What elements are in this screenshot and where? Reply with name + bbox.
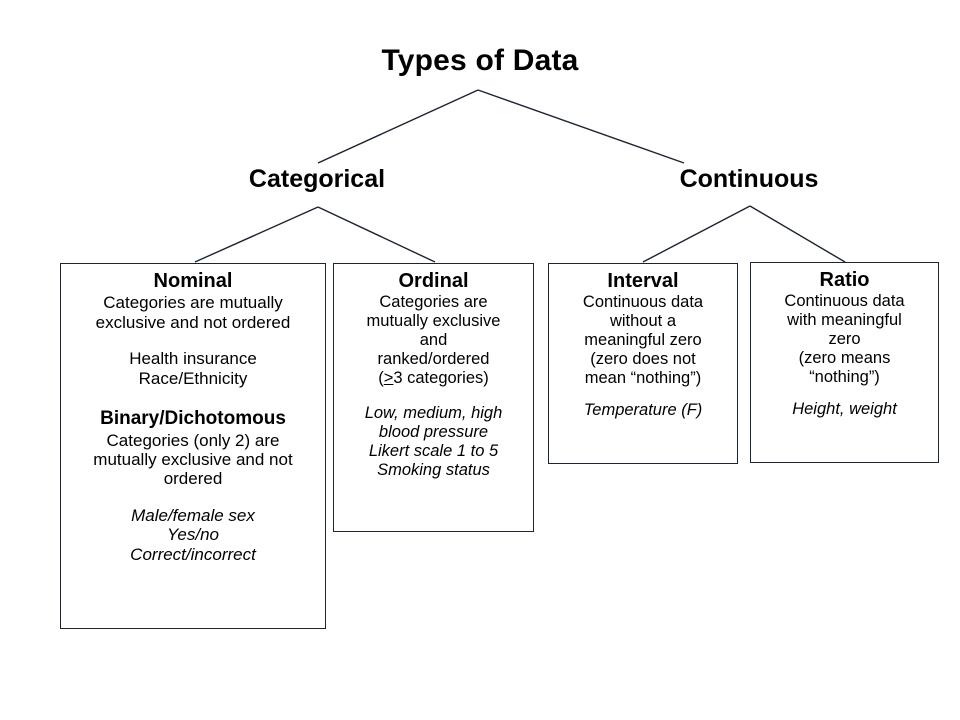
leaf-example-interval-1: Temperature (F) — [583, 401, 703, 420]
leaf-desc-ratio-line-3: zero — [828, 329, 861, 348]
edge-root-to-continuous — [477, 89, 685, 164]
leaf-subdesc-nominal-line-1: Categories (only 2) are — [106, 430, 280, 450]
leaf-example-ordinal-2: blood pressure — [378, 423, 489, 442]
ordinal-categories-suffix: 3 categories) — [393, 368, 489, 387]
spacer — [67, 489, 319, 506]
edge-continuous-to-interval — [642, 205, 751, 263]
spacer — [757, 386, 932, 400]
spacer — [555, 387, 731, 401]
leaf-subtitle-binary-dichotomous: Binary/Dichotomous — [100, 408, 286, 430]
branch-label-categorical: Categorical — [248, 165, 386, 193]
leaf-box-interval: Interval Continuous data without a meani… — [548, 263, 738, 464]
leaf-example-ordinal-3: Likert scale 1 to 5 — [368, 442, 499, 461]
leaf-example-ordinal-4: Smoking status — [377, 461, 490, 480]
edge-continuous-to-ratio — [749, 205, 846, 263]
spacer — [67, 332, 319, 349]
leaf-subexample-nominal-1: Male/female sex — [131, 505, 255, 525]
branch-label-continuous: Continuous — [679, 165, 819, 193]
edge-root-to-categorical — [317, 89, 479, 164]
leaf-desc-nominal-line-2: exclusive and not ordered — [95, 312, 291, 332]
leaf-desc-ordinal-line-5: (>3 categories) — [340, 369, 527, 388]
spacer — [340, 387, 527, 404]
leaf-desc-ordinal-line-1: Categories are — [379, 293, 488, 312]
leaf-example-ratio-1: Height, weight — [792, 400, 897, 419]
leaf-desc-nominal-line-1: Categories are mutually — [103, 293, 283, 313]
leaf-example-nominal-1: Health insurance — [129, 349, 257, 369]
leaf-subdesc-nominal-line-2: mutually exclusive and not — [93, 449, 293, 469]
leaf-subdesc-nominal-line-3: ordered — [163, 469, 223, 489]
leaf-subexample-nominal-2: Yes/no — [167, 525, 219, 545]
leaf-desc-ordinal-line-2: mutually exclusive — [366, 312, 501, 331]
leaf-desc-interval-line-4: (zero does not — [590, 349, 696, 368]
leaf-desc-ratio-line-1: Continuous data — [784, 292, 905, 311]
leaf-desc-ratio-line-4: (zero means — [798, 348, 891, 367]
leaf-box-nominal: Nominal Categories are mutually exclusiv… — [60, 263, 326, 629]
edge-categorical-to-ordinal — [317, 206, 436, 263]
leaf-desc-ordinal-line-3: and — [419, 330, 448, 349]
leaf-title-interval: Interval — [607, 270, 679, 292]
leaf-desc-ratio-line-5: “nothing”) — [809, 367, 880, 386]
leaf-desc-ratio-line-2: with meaningful — [787, 311, 902, 330]
leaf-desc-interval-line-5: mean “nothing”) — [584, 368, 702, 387]
leaf-title-ratio: Ratio — [819, 269, 870, 291]
leaf-desc-ordinal-line-4: ranked/ordered — [377, 349, 490, 368]
leaf-example-nominal-2: Race/Ethnicity — [138, 368, 248, 388]
leaf-title-nominal: Nominal — [153, 270, 233, 292]
edge-categorical-to-nominal — [194, 206, 319, 263]
leaf-box-ordinal: Ordinal Categories are mutually exclusiv… — [333, 263, 534, 532]
leaf-box-ratio: Ratio Continuous data with meaningful ze… — [750, 262, 939, 463]
leaf-desc-interval-line-1: Continuous data — [582, 293, 704, 312]
leaf-subexample-nominal-3: Correct/incorrect — [130, 544, 256, 564]
leaf-desc-interval-line-3: meaningful zero — [584, 330, 702, 349]
diagram-title: Types of Data — [381, 44, 579, 77]
ordinal-paren-open: ( — [378, 368, 384, 387]
leaf-example-ordinal-1: Low, medium, high — [364, 404, 503, 423]
leaf-desc-interval-line-2: without a — [609, 312, 677, 331]
spacer — [67, 388, 319, 408]
greater-or-equal-symbol: > — [383, 368, 394, 387]
leaf-title-ordinal: Ordinal — [398, 270, 469, 292]
